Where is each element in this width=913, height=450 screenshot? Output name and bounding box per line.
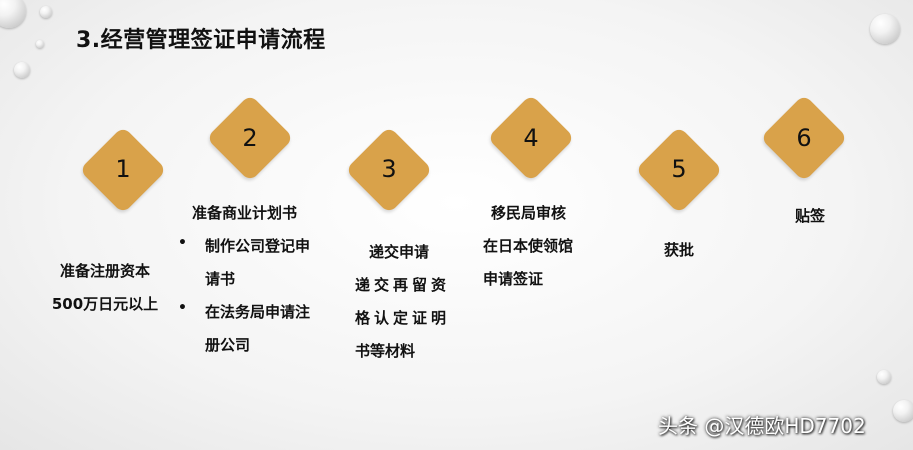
decorative-bubble bbox=[40, 6, 52, 18]
step-3-number: 3 bbox=[381, 155, 397, 183]
decorative-bubble bbox=[877, 370, 891, 384]
step-4-line: 申请签证 bbox=[483, 270, 544, 288]
step-6-text: 贴签 bbox=[794, 207, 825, 225]
step-2-bullets: 制作公司登记申 请书 在法务局申请注 册公司 bbox=[205, 230, 310, 362]
step-2-bullet-line: 册公司 bbox=[205, 336, 251, 354]
decorative-bubble bbox=[870, 14, 900, 44]
step-3-line: 书等材料 bbox=[355, 342, 416, 360]
step-5-text: 获批 bbox=[663, 241, 694, 259]
step-4-line: 移民局审核 bbox=[491, 204, 567, 222]
step-4-text: 移民局审核 在日本使领馆 申请签证 bbox=[483, 197, 573, 296]
step-2-number: 2 bbox=[242, 124, 258, 152]
step-6-number: 6 bbox=[796, 124, 812, 152]
step-3-line: 格认定证明 bbox=[355, 309, 451, 327]
step-1-number: 1 bbox=[115, 155, 131, 183]
page-title: 3.经营管理签证申请流程 bbox=[76, 28, 326, 53]
decorative-bubble bbox=[14, 62, 30, 78]
step-3-text: 递交申请 递交再留资 格认定证明 书等材料 bbox=[355, 236, 450, 368]
bullet-dot: • bbox=[178, 300, 187, 316]
step-1-line: 500万日元以上 bbox=[51, 295, 159, 313]
step-5-number: 5 bbox=[671, 155, 687, 183]
step-1-text: 准备注册资本 500万日元以上 bbox=[30, 255, 180, 321]
step-2-heading: 准备商业计划书 bbox=[192, 204, 298, 222]
step-4-line: 在日本使领馆 bbox=[483, 237, 574, 255]
decorative-bubble bbox=[36, 40, 44, 48]
step-4-number: 4 bbox=[523, 124, 539, 152]
step-3-line: 递交申请 bbox=[369, 243, 430, 261]
decorative-bubble bbox=[893, 400, 913, 422]
step-2-bullet-line: 制作公司登记申 bbox=[205, 237, 311, 255]
step-1-line: 准备注册资本 bbox=[59, 262, 150, 280]
bullet-dot: • bbox=[178, 235, 187, 251]
step-2-bullet-line: 在法务局申请注 bbox=[205, 303, 311, 321]
decorative-bubble bbox=[0, 0, 26, 28]
step-2-bullet-line: 请书 bbox=[205, 270, 236, 288]
step-3-line: 递交再留资 bbox=[355, 276, 451, 294]
watermark: 头条 @汉德欧HD7702 bbox=[658, 414, 866, 438]
